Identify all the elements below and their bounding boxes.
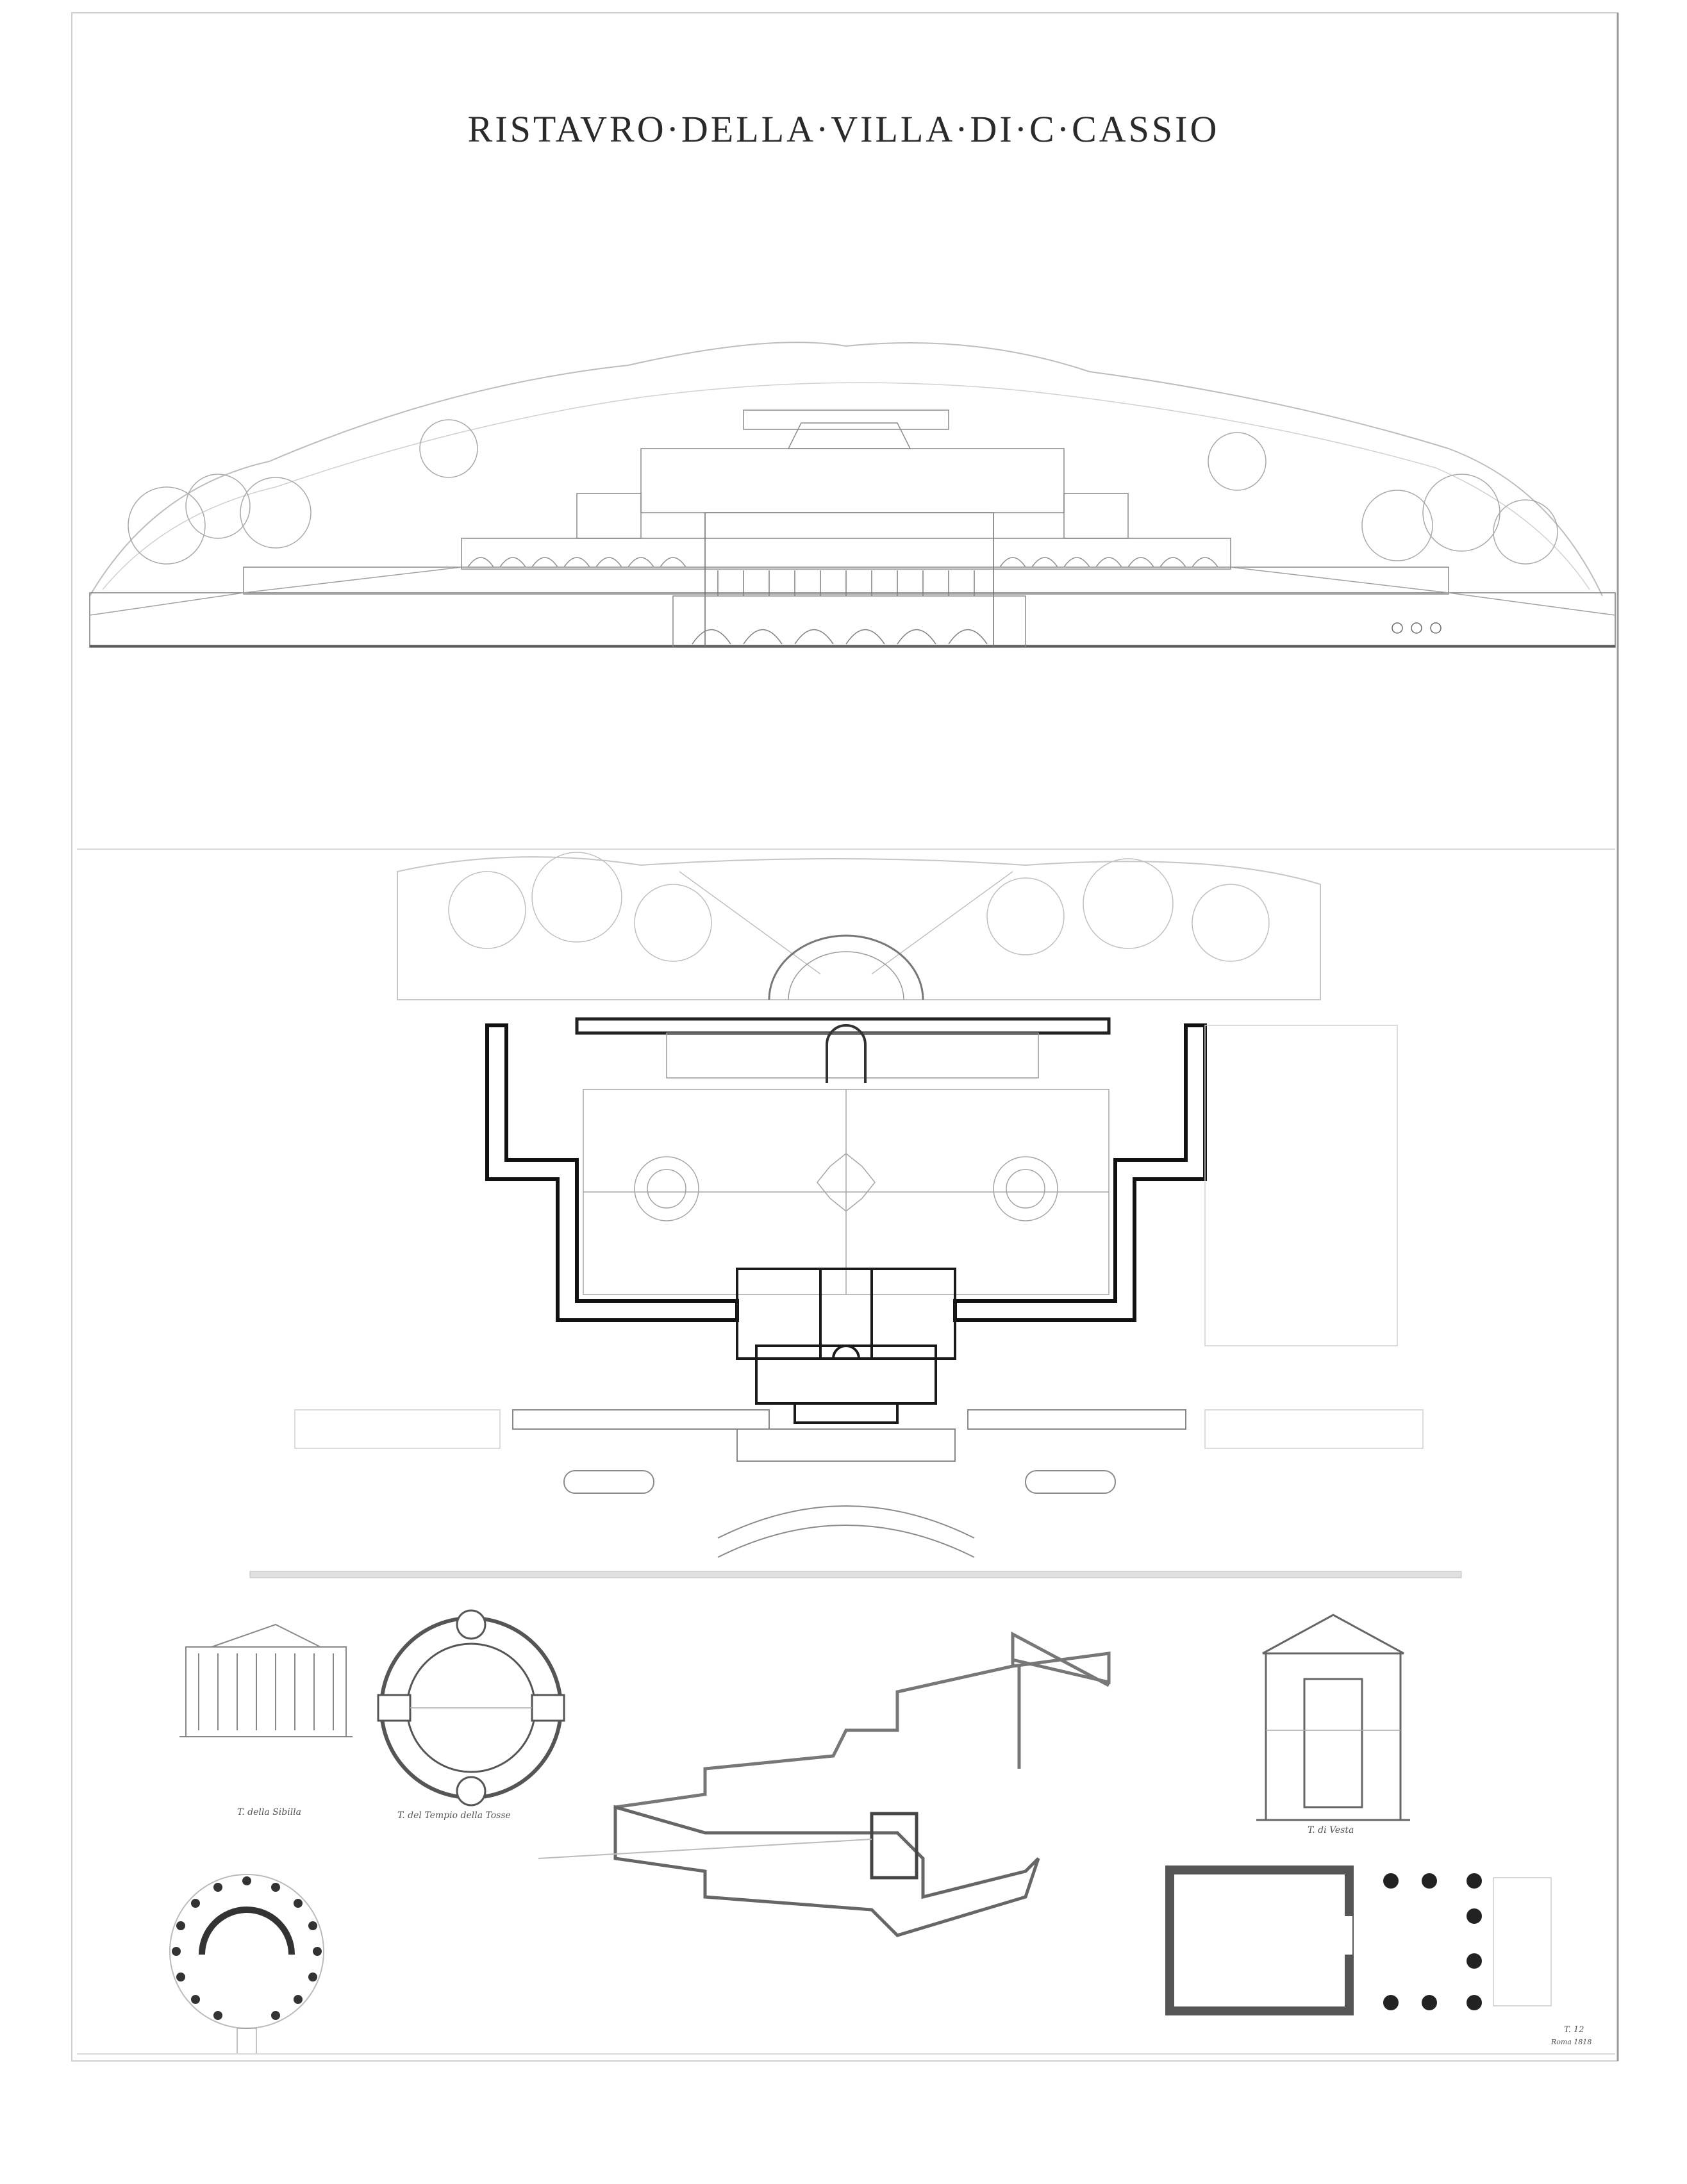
tree-clumps [128, 419, 1558, 565]
strip-divider [249, 1571, 1462, 1578]
cave-plan [538, 1631, 1111, 1937]
villa-elevation [89, 342, 1616, 648]
central-basement [672, 595, 1026, 648]
exedra [768, 934, 924, 1000]
garden-trees [397, 856, 1321, 1000]
left-wing [485, 1023, 739, 1322]
right-pavilion [1063, 493, 1129, 539]
lower-terrace [89, 592, 1616, 648]
lower-portico-right [967, 1409, 1186, 1430]
lower-steps [736, 1428, 956, 1462]
left-pavilion [576, 493, 642, 539]
villa-plan [294, 852, 1424, 1558]
temple-vesta-plan [1165, 1866, 1552, 2015]
hill-outline [89, 342, 1603, 597]
upper-palace-pediment [787, 422, 911, 449]
caption-temple-left: T. della Sibilla [237, 1807, 301, 1817]
right-wing [953, 1023, 1207, 1322]
arcade-level [461, 538, 1231, 570]
upper-garden [743, 410, 949, 430]
caption-temple-right: T. di Vesta [1308, 1825, 1354, 1835]
temple-sibilla-elevation [179, 1623, 353, 1737]
lower-portico-left [512, 1409, 770, 1430]
caption-date: Roma 1818 [1551, 2038, 1592, 2046]
upper-palace [640, 448, 1065, 513]
nymphaeum [826, 1024, 867, 1083]
temple-vesta-elevation [1256, 1614, 1410, 1821]
parterres [583, 1089, 1109, 1295]
caption-plate-number: T. 12 [1564, 2025, 1584, 2035]
plate-border [71, 12, 1618, 2062]
rotunda-plan [377, 1609, 565, 1807]
caption-rotunda: T. del Tempio della Tosse [397, 1810, 511, 1821]
tree-line [102, 382, 1590, 590]
central-palace-plan [736, 1268, 956, 1424]
central-facade [704, 512, 994, 648]
temple-sibilla-plan [169, 1874, 324, 2055]
plate-title: RISTAVRO·DELLA·VILLA·DI·C·CASSIO [467, 108, 1220, 150]
